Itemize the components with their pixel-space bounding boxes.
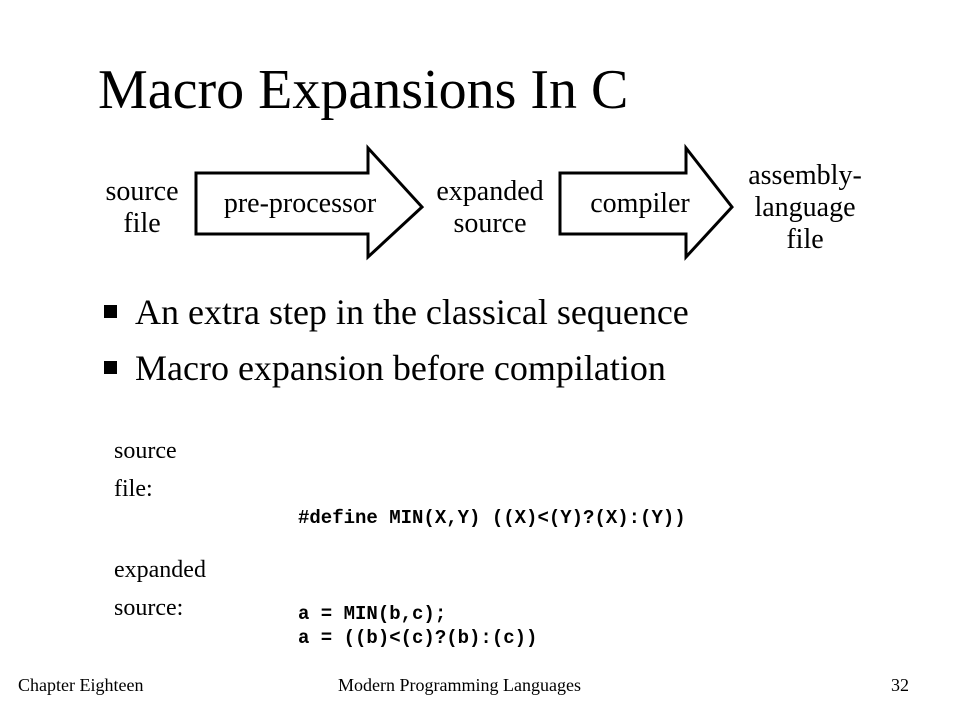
expanded-source-example-label: expanded source: [114, 557, 206, 621]
slide-title: Macro Expansions In C [98, 59, 629, 121]
expanded-source-label: expanded source [436, 176, 544, 239]
compiler-arrow [558, 143, 734, 261]
source-file-example-label: source file: [114, 438, 177, 502]
bullet-square-icon [104, 305, 117, 318]
bullet-item: An extra step in the classical sequence [100, 294, 689, 330]
expanded-code-block: a = ((b)<(c)?(b):(c)) [298, 627, 538, 649]
footer-book-title: Modern Programming Languages [338, 675, 581, 695]
preprocessor-label: pre-processor [223, 188, 377, 219]
bullet-item: Macro expansion before compilation [100, 350, 666, 386]
footer-chapter: Chapter Eighteen [18, 675, 144, 695]
compiler-label: compiler [590, 188, 690, 219]
bullet-square-icon [104, 361, 117, 374]
assembly-language-file-label: assembly- language file [748, 160, 862, 255]
footer-page-number: 32 [891, 675, 909, 695]
preprocessor-arrow [194, 144, 425, 261]
source-code-block: #define MIN(X,Y) ((X)<(Y)?(X):(Y)) a = M… [298, 507, 686, 625]
source-file-label: source file [105, 176, 179, 239]
